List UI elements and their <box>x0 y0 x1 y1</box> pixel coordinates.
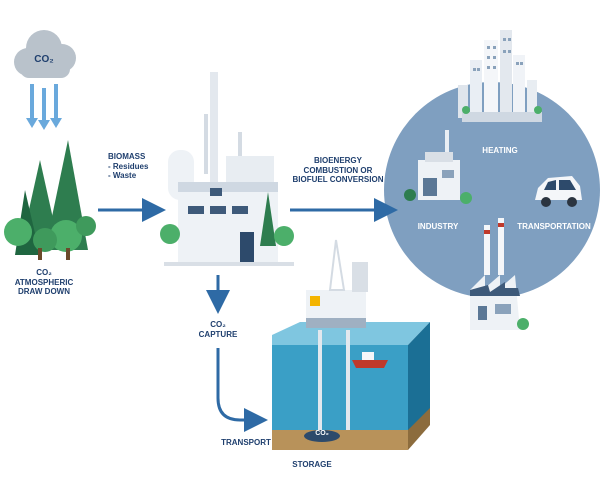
end-use-circle <box>384 82 600 298</box>
biomass-label: BIOMASS - Residues - Waste <box>108 152 164 181</box>
capture-line2: CAPTURE <box>198 329 238 339</box>
bioenergy-line2: COMBUSTION OR <box>303 165 373 175</box>
capture-line1: CO₂ <box>210 320 226 329</box>
transportation-label: TRANSPORTATION <box>517 222 591 231</box>
storage-block-icon <box>272 322 430 450</box>
cloud-co2-label: CO₂ <box>34 54 54 65</box>
bioenergy-label: BIOENERGY COMBUSTION OR BIOFUEL CONVERSI… <box>286 156 390 185</box>
co2-cloud-icon <box>14 30 76 78</box>
bioenergy-line1: BIOENERGY <box>313 156 362 165</box>
heating-label: HEATING <box>482 146 518 155</box>
bioenergy-line3: BIOFUEL CONVERSION <box>292 175 384 185</box>
atmospheric-drawdown-label: CO₂ ATMOSPHERIC DRAW DOWN <box>6 268 82 297</box>
power-label: POWER <box>484 340 516 349</box>
transport-label: TRANSPORT <box>221 438 271 447</box>
biomass-item-residues: - Residues <box>108 161 149 171</box>
biomass-title: BIOMASS <box>108 152 146 161</box>
oil-rig-icon <box>306 239 388 430</box>
industry-icon <box>404 130 472 204</box>
atmospheric-line2: ATMOSPHERIC <box>14 277 74 287</box>
atmospheric-line3: DRAW DOWN <box>18 287 70 297</box>
bioenergy-plant-icon <box>160 72 294 266</box>
atmospheric-line1: CO₂ <box>36 268 52 277</box>
industry-label: INDUSTRY <box>417 222 459 231</box>
forest-icon <box>4 140 96 260</box>
storage-label: STORAGE <box>292 460 332 469</box>
co2-capture-label: CO₂ CAPTURE <box>192 320 244 339</box>
draw-down-arrows <box>26 84 62 130</box>
heating-icon <box>458 30 542 122</box>
transportation-icon <box>535 176 582 207</box>
storage-co2-label: CO₂ <box>315 430 329 437</box>
biomass-item-waste: - Waste <box>108 171 137 181</box>
power-icon <box>470 218 529 330</box>
transport-arrow <box>216 348 268 432</box>
